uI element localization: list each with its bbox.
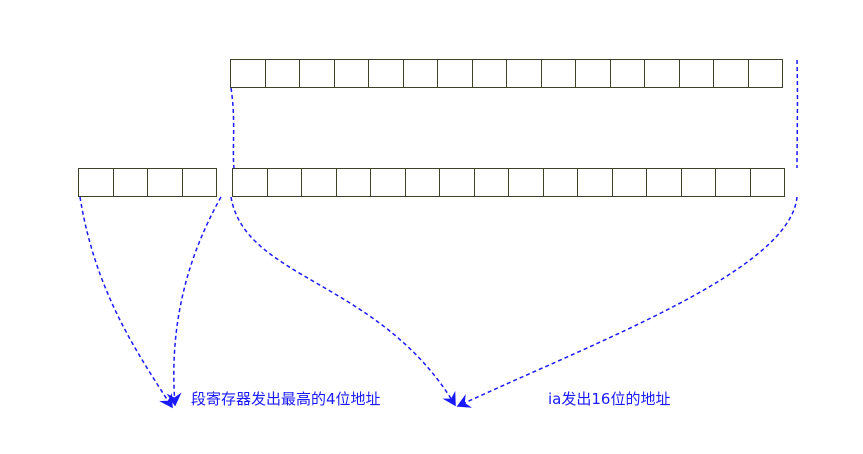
- bit-cell: [715, 168, 751, 197]
- bit-cell: [471, 59, 507, 88]
- bit-cell: [147, 168, 183, 197]
- combined-offset-row: [232, 168, 785, 197]
- connector-seg-left: [79, 196, 173, 409]
- connector-seg-right: [166, 196, 222, 407]
- connector-top-left: [230, 87, 235, 169]
- bit-cell: [230, 59, 266, 88]
- bit-cell: [577, 168, 613, 197]
- segment-bits-row: [78, 168, 217, 197]
- offset-label: ia发出16位的地址: [548, 390, 671, 408]
- connector-off-right: [456, 196, 798, 408]
- bit-cell: [609, 59, 645, 88]
- bit-cell: [78, 168, 114, 197]
- bit-cell: [473, 168, 509, 197]
- bit-cell: [299, 59, 335, 88]
- connector-off-left: [230, 196, 456, 407]
- offset-register-row: [230, 59, 783, 88]
- bit-cell: [437, 59, 473, 88]
- bit-cell: [301, 168, 337, 197]
- bit-cell: [540, 59, 576, 88]
- bit-cell: [368, 59, 404, 88]
- bit-cell: [439, 168, 475, 197]
- bit-cell: [678, 59, 714, 88]
- bit-cell: [747, 59, 783, 88]
- bit-cell: [680, 168, 716, 197]
- bit-cell: [749, 168, 785, 197]
- bit-cell: [232, 168, 268, 197]
- bit-cell: [506, 59, 542, 88]
- segment-label: 段寄存器发出最高的4位地址: [191, 390, 381, 408]
- bit-cell: [181, 168, 217, 197]
- bit-cell: [264, 59, 300, 88]
- bit-cell: [402, 59, 438, 88]
- bit-cell: [370, 168, 406, 197]
